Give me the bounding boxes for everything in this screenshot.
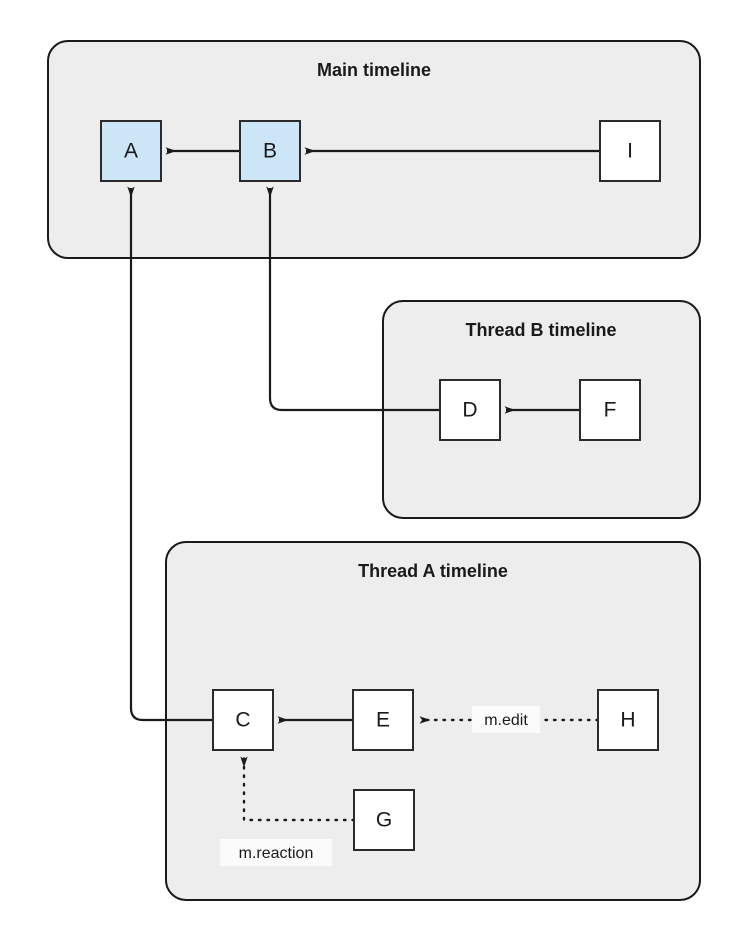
edge-label-m-reaction: m.reaction — [220, 839, 332, 866]
node-C-box[interactable] — [212, 689, 274, 751]
node-A-label: A — [124, 140, 138, 163]
node-C[interactable]: C — [212, 689, 274, 751]
node-A[interactable]: A — [100, 120, 162, 182]
node-G[interactable]: G — [353, 789, 415, 851]
edge-C-to-A — [127, 186, 213, 722]
group-main-timeline-box — [47, 40, 701, 259]
node-G-label: G — [376, 809, 392, 832]
node-D-box[interactable] — [439, 379, 501, 441]
node-H-box[interactable] — [597, 689, 659, 751]
node-H[interactable]: H — [597, 689, 659, 751]
edge-label-m-edit: m.edit — [472, 706, 540, 733]
node-E-box[interactable] — [352, 689, 414, 751]
group-main-timeline-title: Main timeline — [317, 60, 431, 80]
group-thread-a-timeline-title: Thread A timeline — [358, 561, 508, 581]
node-F[interactable]: F — [579, 379, 641, 441]
node-D[interactable]: D — [439, 379, 501, 441]
edge-label-m-edit-text: m.edit — [484, 712, 528, 729]
edge-D-to-B — [266, 186, 440, 412]
edge-label-m-reaction-text: m.reaction — [239, 845, 314, 862]
node-B-box[interactable] — [239, 120, 301, 182]
node-I[interactable]: I — [599, 120, 661, 182]
node-C-label: C — [235, 709, 250, 732]
edge-label-m-edit-bg — [472, 706, 540, 733]
edge-G-to-C-m-reaction — [240, 756, 356, 822]
node-B[interactable]: B — [239, 120, 301, 182]
node-G-box[interactable] — [353, 789, 415, 851]
node-A-box[interactable] — [100, 120, 162, 182]
node-F-box[interactable] — [579, 379, 641, 441]
node-E[interactable]: E — [352, 689, 414, 751]
node-B-label: B — [263, 140, 277, 163]
group-thread-b-timeline-title: Thread B timeline — [465, 320, 616, 340]
edge-label-m-reaction-bg — [220, 839, 332, 866]
group-main-timeline: Main timeline — [47, 40, 701, 259]
node-H-label: H — [620, 709, 635, 732]
node-I-box[interactable] — [599, 120, 661, 182]
node-F-label: F — [604, 399, 617, 422]
node-I-label: I — [627, 140, 633, 163]
node-E-label: E — [376, 709, 390, 732]
node-D-label: D — [462, 399, 477, 422]
